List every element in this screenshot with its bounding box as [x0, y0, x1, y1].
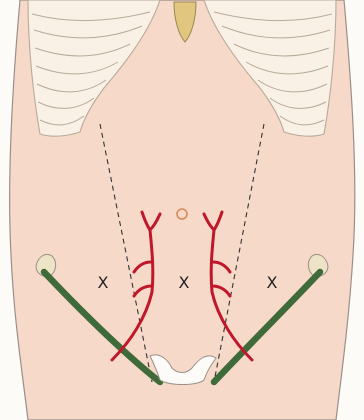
- center-x-marker: X: [179, 273, 190, 292]
- left-x-marker: X: [98, 273, 109, 292]
- right-x-marker: X: [267, 273, 278, 292]
